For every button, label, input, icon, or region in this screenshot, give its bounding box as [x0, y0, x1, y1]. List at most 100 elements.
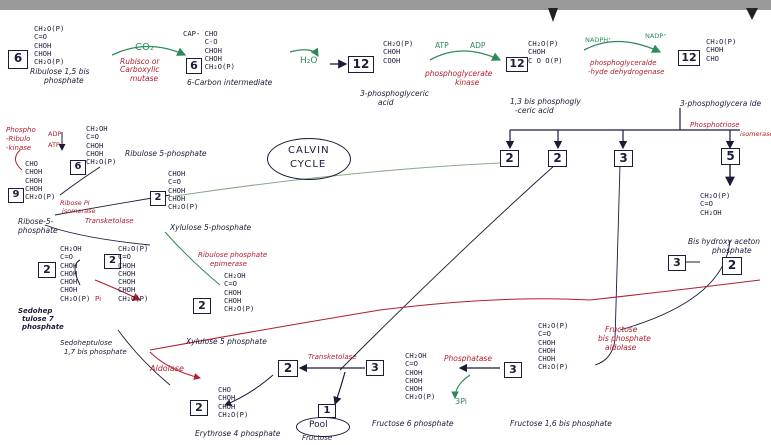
- six-carbon-intermediate-structure: CAP- CHO C-O CHOH CHOH CH₂O(P): [183, 29, 235, 72]
- coefficient-box-3-m: 3: [614, 150, 633, 167]
- coefficient-box-6: 6: [8, 50, 28, 69]
- calvin-cycle-title-line2: CYCLE: [290, 159, 327, 170]
- adp-reagent: ADP: [470, 41, 486, 50]
- coefficient-box-3-r: 3: [668, 255, 686, 271]
- ribulose-bisphosphate-structure: CH₂O(P) C=O CHOH CHOH CH₂O(P): [34, 24, 65, 67]
- coefficient-box-12c: 12: [678, 50, 700, 66]
- coefficient-box-6b: 6: [186, 58, 202, 74]
- sedoheptulose-bisphosphate-label: Sedoheptulose: [60, 339, 113, 347]
- phosphoglyceric-acid-label-2: acid: [378, 98, 394, 107]
- ribulose-5-phosphate-structure: CH₂OH C=O CHOH CHOH CH₂O(P): [86, 124, 117, 167]
- erythrose-4-phosphate-label: Erythrose 4 phosphate: [195, 429, 281, 438]
- sedoheptulose-7-phosphate-label: Sedohep: [18, 307, 53, 315]
- bisphosphoglyceric-acid-structure: CH₂O(P) CHOH C O O(P): [528, 39, 563, 65]
- ribose-phosphate-isomerase-enzyme: Ribose PI: [60, 199, 90, 207]
- pool-label-2: Fructose: [302, 434, 333, 442]
- transketolase-enzyme-bottom: Transketolase: [308, 353, 357, 361]
- coefficient-box-2g: 2: [193, 298, 211, 314]
- calvin-cycle-oval: [267, 138, 351, 180]
- calvin-cycle-title-line1: CALVIN: [288, 145, 330, 156]
- coefficient-box-3c: 3: [366, 360, 384, 376]
- coefficient-box-2e: 2: [38, 262, 56, 278]
- top-notch-mark: [548, 8, 558, 22]
- xylulose-5-phosphate-mid-label: Xylulose 5 phosphate: [186, 337, 267, 346]
- six-carbon-intermediate-label: 6-Carbon intermediate: [187, 78, 273, 87]
- coefficient-box-2h: 2: [190, 400, 208, 416]
- pi-reagent-mid: Pi: [95, 295, 102, 303]
- erythrose-4-phosphate-structure: CHO CHOH CHOH CH₂O(P): [218, 385, 249, 419]
- rubisco-enzyme: Rubisco or: [120, 57, 160, 66]
- transketolase-enzyme-top: Transketolase: [85, 217, 134, 225]
- phosphate-3pi-reagent: 3Pi: [455, 397, 467, 406]
- gapdh-enzyme-2: -hyde dehydrogenase: [588, 68, 665, 76]
- coefficient-box-2-m1: 2: [500, 150, 519, 167]
- dhap-label-2: phosphate: [712, 246, 752, 255]
- gapdh-enzyme: phosphoglyceralde: [590, 59, 657, 67]
- xylulose-5-phosphate-top-structure: CHOH C=O CHOH CHOH CH₂O(P): [168, 169, 199, 212]
- phosphoribulokinase-enzyme: Phospho: [6, 126, 36, 134]
- fbp-aldolase-enzyme-2: bis phosphate: [598, 334, 651, 343]
- phosphoglycerate-kinase-enzyme-2: kinase: [455, 78, 480, 87]
- top-border-bar: [0, 0, 771, 10]
- top-right-notch-mark: [746, 8, 758, 20]
- fructose-6-phosphate-structure: CH₂OH C=O CHOH CHOH CHOH CH₂O(P): [405, 351, 436, 402]
- coefficient-box-2i: 2: [278, 360, 298, 377]
- phosphoglyceric-acid-structure: CH₂O(P) CHOH COOH: [383, 39, 414, 65]
- nadp-reagent: NADP⁺: [645, 32, 667, 40]
- xylulose-5-phosphate-mid-structure: CH₂OH C=O CHOH CHOH CH₂O(P): [224, 271, 255, 314]
- ribulose-bisphosphate-label: Ribulose 1,5 bis: [30, 67, 90, 76]
- fbp-aldolase-enzyme: Fructose: [605, 325, 638, 334]
- bisphosphoglyceric-acid-label: 1,3 bis phosphogly: [510, 97, 581, 106]
- ribose-phosphate-isomerase-enzyme-2: isomerase: [62, 207, 96, 215]
- coefficient-box-2-m2: 2: [548, 150, 567, 167]
- co2-reagent: CO₂: [135, 42, 154, 53]
- phosphoglyceric-acid-label: 3-phosphoglyceric: [360, 89, 429, 98]
- coefficient-box-5-m: 5: [721, 148, 740, 165]
- coefficient-box-2a: 2: [150, 191, 166, 206]
- sedoheptulose-7-phosphate-label-3: phosphate: [22, 323, 64, 331]
- dhap-structure: CH₂O(P) C=O CH₂OH: [700, 191, 731, 217]
- rubisco-enzyme-2: Carboxylic: [120, 65, 160, 74]
- ribose-5-phosphate-label: Ribose-5-: [18, 217, 54, 226]
- sedoheptulose-bisphosphate-label-2: 1,7 bis phosphate: [64, 348, 127, 356]
- sedoheptulose-7-phosphate-structure: CH₂OH C=O CHOH CHOH CHOH CHOH CH₂O(P): [60, 244, 91, 303]
- rubisco-enzyme-3: mutase: [130, 74, 159, 83]
- coefficient-box-9: 9: [8, 188, 24, 203]
- pool-oval: [296, 417, 350, 437]
- pool-label: Pool: [309, 420, 328, 430]
- phosphotriose-isomerase-enzyme: Phosphotriose: [690, 121, 740, 129]
- xylulose-5-phosphate-top-label: Xylulose 5-phosphate: [170, 223, 252, 232]
- fbp-aldolase-enzyme-3: aldolase: [605, 343, 637, 352]
- dhap-label: Bis hydroxy aceton: [688, 237, 761, 246]
- coefficient-box-2-r: 2: [722, 257, 742, 275]
- ribulose-bisphosphate-label-2: phosphate: [44, 76, 84, 85]
- ribulose-phosphate-epimerase-enzyme-2: epimerase: [210, 260, 247, 268]
- sedoheptulose-7-phosphate-label-2: tulose 7: [22, 315, 54, 323]
- atp-left-reagent: ATP: [48, 141, 60, 149]
- water-reagent: H₂O: [300, 56, 318, 66]
- fructose-6-phosphate-label: Fructose 6 phosphate: [372, 419, 454, 428]
- phosphoglycerate-kinase-enzyme: phosphoglycerate: [425, 69, 493, 78]
- aldolase-enzyme-left: Aldolase: [150, 364, 184, 373]
- bisphosphoglyceric-acid-label-2: -ceric acid: [515, 106, 554, 115]
- coefficient-box-1: 1: [318, 404, 336, 418]
- nadph-reagent: NADPH⁺: [585, 36, 612, 44]
- coefficient-box-12a: 12: [348, 56, 374, 73]
- fructose-bisphosphate-structure: CH₂O(P) C=O CHOH CHOH CHOH CH₂O(P): [538, 321, 569, 372]
- coefficient-box-3d: 3: [504, 362, 522, 378]
- atp-reagent: ATP: [435, 41, 449, 50]
- sedoheptulose-bisphosphate-structure: CH₂O(P) C=O CHOH CHOH CHOH CHOH CH₂O(P): [118, 244, 149, 303]
- glyceraldehyde-3-phosphate-label: 3-phosphoglycera lde: [680, 99, 762, 108]
- coefficient-box-2f: 2: [104, 254, 121, 269]
- phosphoribulokinase-enzyme-2: -Ribulo: [6, 135, 31, 143]
- ribose-5-phosphate-label-2: phosphate: [18, 226, 58, 235]
- adp-left-reagent: ADP: [48, 130, 62, 138]
- glyceraldehyde-3-phosphate-structure: CH₂O(P) CHOH CHO: [706, 37, 737, 63]
- phosphotriose-isomerase-enzyme-2: isomerase: [740, 130, 771, 138]
- coefficient-box-6c: 6: [70, 160, 86, 175]
- phosphoribulokinase-enzyme-3: -kinase: [6, 144, 32, 152]
- ribose-5-phosphate-structure: CHO CHOH CHOH CHOH CH₂O(P): [25, 159, 56, 202]
- ribulose-phosphate-epimerase-enzyme: Ribulose phosphate: [198, 251, 268, 259]
- fructose-bisphosphate-label: Fructose 1,6 bis phosphate: [510, 419, 612, 428]
